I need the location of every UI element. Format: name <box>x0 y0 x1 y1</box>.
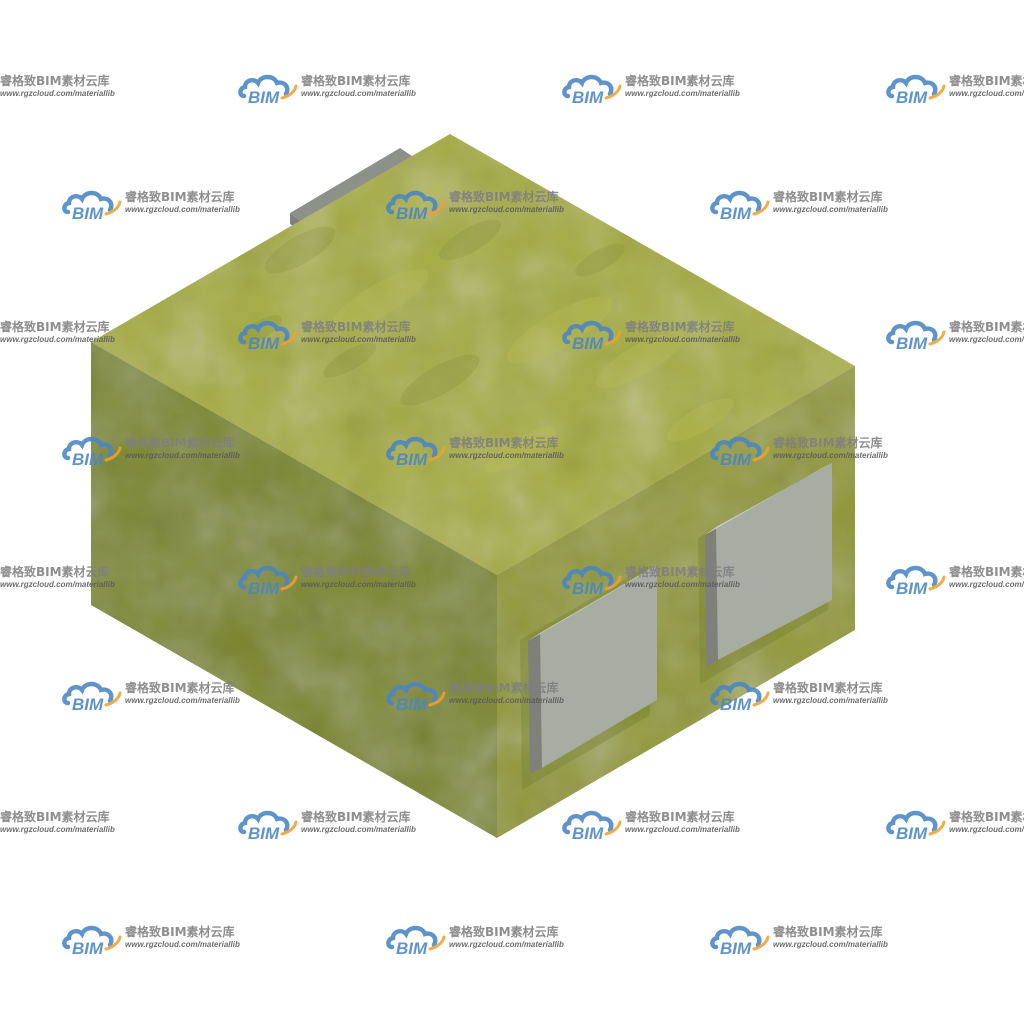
texture-blob <box>439 219 501 261</box>
texture-blob <box>264 226 336 274</box>
terminal-pad-right-side <box>705 527 718 667</box>
texture-blob <box>400 354 480 406</box>
texture-blob <box>323 342 377 378</box>
texture-blob <box>596 331 684 389</box>
texture-blob <box>575 243 625 277</box>
terminal-pad-left-face <box>540 565 657 768</box>
texture-blob <box>331 269 429 331</box>
texture-blob <box>666 398 734 442</box>
texture-blob <box>507 296 613 364</box>
texture-blob <box>484 427 556 473</box>
terminal-pad-left <box>520 565 657 790</box>
terminal-pad-right <box>698 463 832 684</box>
terminal-pad-left-edge <box>528 565 657 641</box>
inductor-top-face <box>91 134 855 575</box>
rear-terminal-pad <box>290 148 412 222</box>
terminal-pad-right-face <box>716 463 832 660</box>
terminal-pad-left-side <box>528 633 542 774</box>
